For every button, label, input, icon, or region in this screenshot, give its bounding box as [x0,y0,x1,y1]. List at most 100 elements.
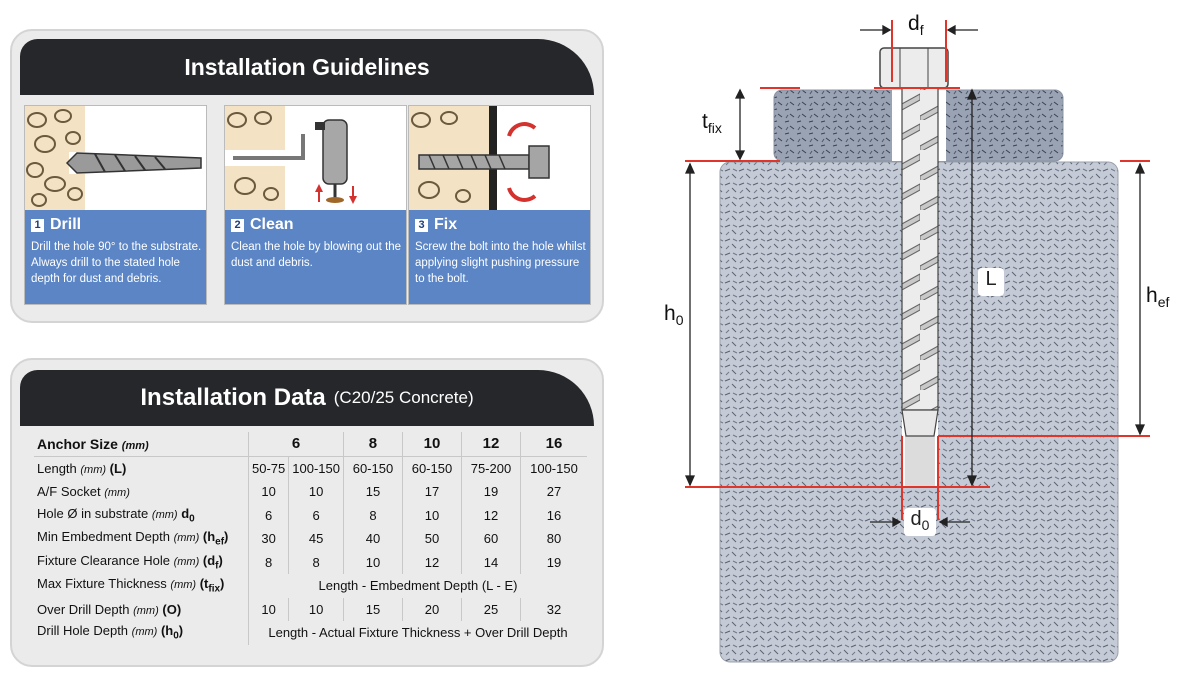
row-label: Drill Hole Depth [37,623,129,639]
row-value: 19 [460,480,521,504]
step-fix: 3 Fix Screw the bolt into the hole whils… [408,105,591,305]
row-span-value: Length - Actual Fixture Thickness + Over… [247,621,587,645]
clean-illustration [225,106,406,210]
row-unit: (mm) [80,463,107,476]
row-value: 6 [288,503,344,527]
installation-data-title: Installation Data (C20/25 Concrete) [20,370,594,426]
row-unit: (mm) [173,532,200,545]
d0-subscript: 0 [921,517,930,533]
row-value: 12 [460,503,521,527]
row-value: 27 [519,480,587,504]
header-size-12: 12 [460,432,521,457]
row-value: 20 [401,597,462,621]
hef-label: hef [1146,284,1169,310]
row-unit: (mm) [151,508,178,521]
row-symbol-subscript: ef [215,537,225,549]
installation-data-panel: Installation Data (C20/25 Concrete) Anch… [10,358,604,667]
row-value: 10 [401,503,462,527]
step-number-1: 1 [31,218,44,232]
row-value: 80 [519,527,587,551]
h0-label: h0 [664,302,683,328]
row-symbol-subscript: 0 [189,513,195,525]
step-fix-title: 3 Fix [415,216,457,234]
row-value: 50-75 [247,456,289,480]
row-value: 30 [247,527,289,551]
step-number-3: 3 [415,218,428,232]
row-value: 10 [342,550,403,574]
step-drill-label: Drill [50,216,82,233]
row-value: 8 [288,550,344,574]
row-value: 10 [288,597,344,621]
row-symbol: (h [160,623,174,639]
row-label: Length [37,460,77,476]
header-size-10: 10 [401,432,462,457]
row-label: Min Embedment Depth [37,529,170,545]
reference-lines [685,20,1150,520]
over-drill-zone [905,436,935,486]
hef-subscript: ef [1157,294,1170,311]
tfix-symbol: t [702,110,708,133]
header-unit: (mm) [121,439,149,452]
step-drill-title: 1 Drill [31,216,81,234]
row-symbol: (h [202,529,216,545]
tfix-subscript: fix [707,120,722,137]
screw-tip [901,409,939,437]
h0-symbol: h [664,302,676,325]
row-symbol-end: ) [178,623,184,639]
step-fix-desc: Screw the bolt into the hole whilst appl… [415,241,586,285]
step-fix-label: Fix [434,216,458,233]
step-drill: 1 Drill Drill the hole 90° to the substr… [24,105,207,305]
row-symbol: d [181,505,190,521]
row-value: 10 [288,480,344,504]
guidelines-title: Installation Guidelines [20,39,594,95]
table-row: Drill Hole Depth (mm) (h0)Length - Actua… [34,621,587,645]
d0-label: d0 [904,508,936,536]
installation-guidelines-panel: Installation Guidelines 1 [10,29,604,323]
dimension-lines [684,24,1146,528]
tfix-label: tfix [702,110,722,136]
row-value: 16 [519,503,587,527]
row-value: 32 [519,597,587,621]
row-label: Max Fixture Thickness [37,576,167,592]
fix-illustration [409,106,590,210]
step-number-2: 2 [231,218,244,232]
row-label-cell: Max Fixture Thickness (mm) (tfix) [34,574,249,598]
row-label-cell: A/F Socket (mm) [34,480,249,504]
row-label-cell: Length (mm) (L) [34,456,249,480]
cross-section-svg [684,20,1150,663]
row-unit: (mm) [133,604,159,617]
row-value: 19 [519,550,587,574]
df-symbol: d [908,12,920,35]
row-label: A/F Socket [37,484,101,500]
row-value: 10 [247,480,289,504]
row-value: 17 [401,480,462,504]
row-value: 75-200 [460,456,521,480]
hef-symbol: h [1146,284,1158,307]
row-span-value: Length - Embedment Depth (L - E) [247,574,587,598]
row-value: 8 [247,550,289,574]
row-value: 60 [460,527,521,551]
row-label: Hole Ø in substrate [37,505,149,521]
row-label-cell: Fixture Clearance Hole (mm) (df) [34,551,249,575]
row-value: 25 [460,597,521,621]
row-value: 14 [460,550,521,574]
hex-head [879,47,949,89]
df-label: df [908,12,924,38]
row-symbol-end: ) [224,529,229,545]
screw-shank [901,85,939,411]
header-label: Anchor Size [37,435,118,452]
header-label-cell: Anchor Size (mm) [34,432,249,457]
length-label: L [978,268,1004,296]
row-value: 10 [247,597,289,621]
df-subscript: f [919,22,924,39]
row-value: 100-150 [519,456,587,480]
row-unit: (mm) [104,487,130,500]
table-row: Max Fixture Thickness (mm) (tfix)Length … [34,574,587,598]
row-label: Over Drill Depth [37,601,130,617]
data-title-text: Installation Data [140,384,326,411]
row-label-cell: Drill Hole Depth (mm) (h0) [34,621,249,645]
header-size-6: 6 [248,432,344,457]
